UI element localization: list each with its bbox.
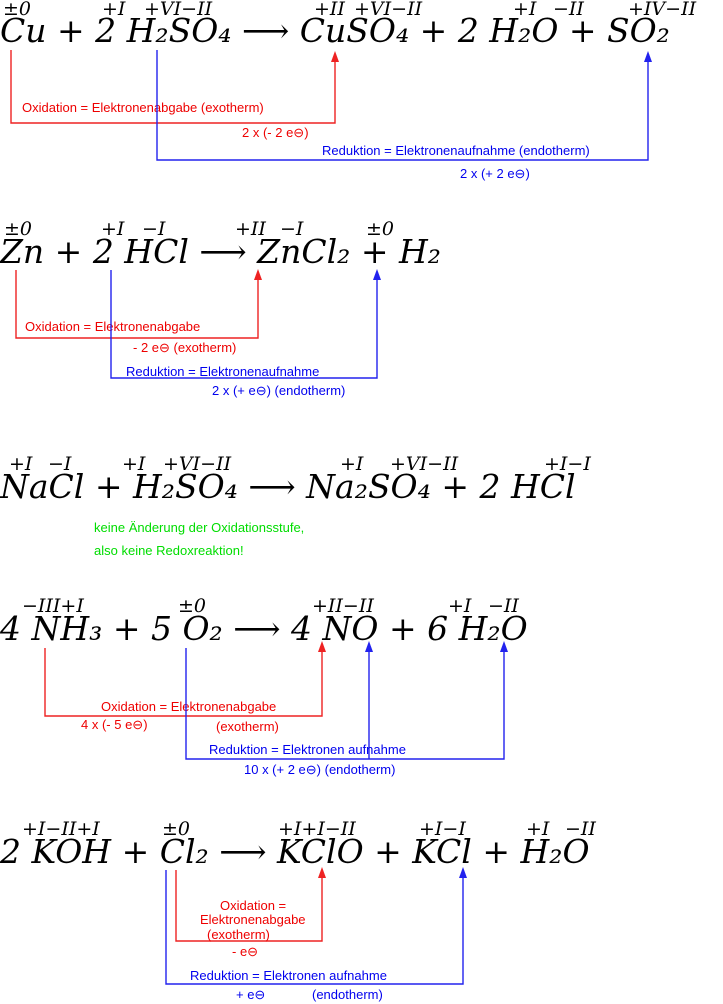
reduction-electrons: + e⊖ [236,987,265,1002]
oxnum-zn-product: +II [235,218,266,240]
reaction-4: 4 NH₃ + 5 O₂ ⟶ 4 NO + 6 H₂O −III+I ±0 +I… [0,595,528,777]
reaction-5: 2 KOH + Cl₂ ⟶ KClO + KCl + H₂O +I−II+I ±… [0,818,596,1002]
oxidation-path [15,270,259,339]
oxidation-label: Oxidation = Elektronenabgabe [101,699,276,714]
no-redox-note-line1: keine Änderung der Oxidationsstufe, [94,520,304,535]
oxidation-arrowhead [318,641,326,652]
reduction-path [185,648,505,760]
oxnum-h: +I [122,453,146,475]
oxnum-s-o: +VI−II [144,0,213,20]
reduction-label: Reduktion = Elektronenaufnahme (endother… [322,143,590,158]
oxnum-h2: ±0 [366,218,394,240]
oxnum-cl: −I [142,218,166,240]
reduction-electrons: 10 x (+ 2 e⊖) (endotherm) [244,762,395,777]
oxnum-k-o-h: +I−II+I [22,818,100,840]
oxnum-n-h: −III+I [22,595,84,617]
equation-4: 4 NH₃ + 5 O₂ ⟶ 4 NO + 6 H₂O [0,609,528,648]
oxnum-s-o-product: +VI−II [390,453,459,475]
reduction-arrowhead [644,51,652,62]
oxidation-electrons: 2 x (- 2 e⊖) [242,125,309,140]
oxnum-k-cl-o: +I+I−II [278,818,356,840]
oxnum-cl: −I [48,453,72,475]
equation-1: Cu + 2 H₂SO₄ ⟶ CuSO₄ + 2 H₂O + SO₂ [0,11,670,50]
oxidation-path [44,648,323,717]
oxnum-s-o-so2: +IV−II [628,0,697,20]
oxidation-path [10,50,336,124]
reduction-label: Reduktion = Elektronenaufnahme [126,364,319,379]
reduction-label: Reduktion = Elektronen aufnahme [190,968,387,983]
oxnum-cu-product: +II [314,0,345,20]
oxnum-cl-product: −I [280,218,304,240]
oxnum-s-o-product: +VI−II [354,0,423,20]
equation-2: Zn + 2 HCl ⟶ ZnCl₂ + H₂ [0,232,441,271]
equation-3: NaCl + H₂SO₄ ⟶ Na₂SO₄ + 2 HCl [0,467,576,506]
oxnum-o-water: −II [488,595,519,617]
no-redox-note-line2: also keine Redoxreaktion! [94,543,244,558]
oxnum-h: +I [102,0,126,20]
oxidation-label-3: (exotherm) [207,927,270,942]
oxidation-note: (exotherm) [216,719,279,734]
reduction-arrowhead [459,867,467,878]
reaction-2: Zn + 2 HCl ⟶ ZnCl₂ + H₂ ±0 +I −I +II −I … [0,218,441,398]
oxnum-na: +I [9,453,33,475]
oxidation-electrons: 4 x (- 5 e⊖) [81,717,148,732]
oxnum-o2: ±0 [178,595,206,617]
reduction-arrowhead [373,269,381,280]
oxidation-electrons: - e⊖ [232,944,258,959]
oxidation-electrons: - 2 e⊖ (exotherm) [133,340,236,355]
oxidation-label-2: Elektronenabgabe [200,912,306,927]
oxnum-h-water: +I [448,595,472,617]
oxidation-arrowhead [331,51,339,62]
oxnum-k-cl: +I−I [419,818,466,840]
oxidation-label: Oxidation = Elektronenabgabe (exotherm) [22,100,264,115]
equation-5: 2 KOH + Cl₂ ⟶ KClO + KCl + H₂O [0,832,590,871]
reduction-electrons: 2 x (+ 2 e⊖) [460,166,530,181]
oxidation-label: Oxidation = Elektronenabgabe [25,319,200,334]
reduction-electrons: 2 x (+ e⊖) (endotherm) [212,383,345,398]
reaction-3: NaCl + H₂SO₄ ⟶ Na₂SO₄ + 2 HCl +I −I +I +… [0,453,591,558]
oxidation-arrowhead [254,269,262,280]
oxnum-h-water: +I [526,818,550,840]
oxnum-h: +I [101,218,125,240]
oxnum-h-cl-product: +I−I [544,453,591,475]
reduction-path [110,270,378,379]
reduction-path [165,870,464,985]
oxnum-cl2: ±0 [162,818,190,840]
reaction-1: Cu + 2 H₂SO₄ ⟶ CuSO₄ + 2 H₂O + SO₂ ±0 +I… [0,0,697,181]
oxidation-arrowhead [318,867,326,878]
reduction-path [156,50,649,161]
reduction-label: Reduktion = Elektronen aufnahme [209,742,406,757]
oxnum-o-water: −II [565,818,596,840]
oxnum-o-water: −II [553,0,584,20]
oxnum-na-product: +I [340,453,364,475]
reduction-note: (endotherm) [312,987,383,1002]
oxidation-path [175,870,323,942]
oxnum-n-o-product: +II−II [312,595,374,617]
oxidation-label-1: Oxidation = [220,898,286,913]
oxnum-zn: ±0 [4,218,32,240]
reduction-arrowhead [500,641,508,652]
reduction-branch-arrowhead [365,641,373,652]
oxnum-cu: ±0 [3,0,31,20]
oxnum-s-o: +VI−II [163,453,232,475]
oxnum-h-water: +I [513,0,537,20]
